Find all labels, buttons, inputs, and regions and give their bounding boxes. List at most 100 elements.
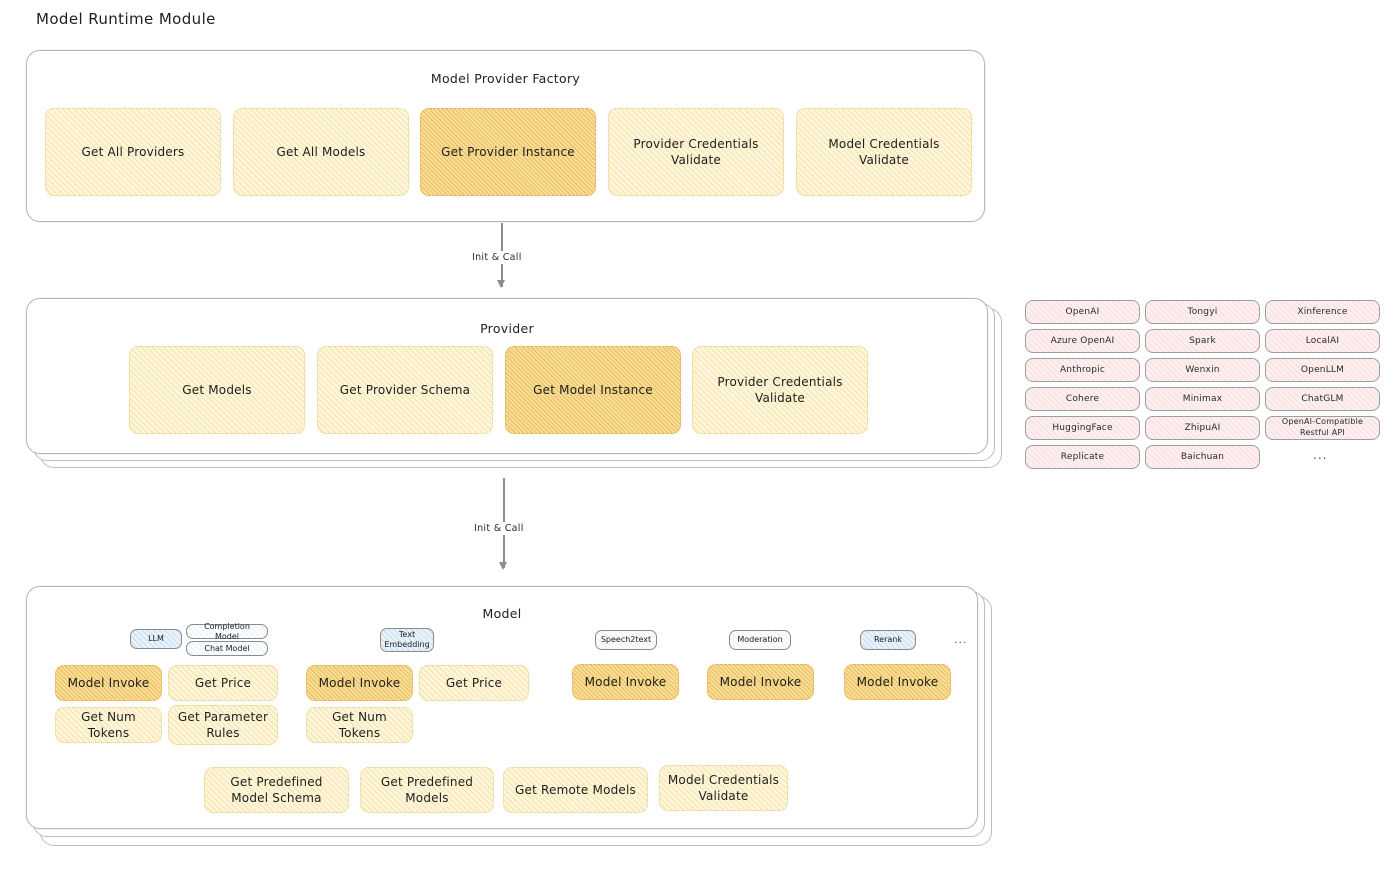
llm-card-model-invoke[interactable]: Model Invoke — [55, 665, 162, 701]
badge-label: LLM — [148, 634, 164, 644]
model-container: Model LLM Completion Model Chat Model Mo… — [26, 586, 978, 829]
provider-chip-xinference[interactable]: Xinference — [1265, 300, 1380, 324]
provider-chip-anthropic[interactable]: Anthropic — [1025, 358, 1140, 382]
arrow-provider-to-model-label: Init & Call — [470, 522, 528, 535]
page-title: Model Runtime Module — [36, 10, 216, 28]
model-type-badge-llm[interactable]: LLM — [130, 629, 182, 649]
factory-card-get-provider-instance[interactable]: Get Provider Instance — [420, 108, 596, 196]
model-card-model-credentials-validate[interactable]: Model Credentials Validate — [659, 765, 788, 811]
card-label: Get Num Tokens — [81, 709, 136, 740]
card-label: Get All Models — [276, 144, 366, 159]
model-card-get-remote-models[interactable]: Get Remote Models — [503, 767, 648, 813]
text-embedding-card-model-invoke[interactable]: Model Invoke — [306, 665, 413, 701]
card-label: Model Invoke — [856, 674, 939, 689]
provider-chip-tongyi[interactable]: Tongyi — [1145, 300, 1260, 324]
text-embedding-card-get-num-tokens[interactable]: Get Num Tokens — [306, 707, 413, 743]
provider-chip-replicate[interactable]: Replicate — [1025, 445, 1140, 469]
chip-label: ZhipuAI — [1184, 422, 1221, 433]
provider-chip-openai[interactable]: OpenAI — [1025, 300, 1140, 324]
chip-label: Replicate — [1060, 451, 1105, 462]
card-label: Get Remote Models — [515, 782, 636, 797]
llm-card-get-price[interactable]: Get Price — [168, 665, 278, 701]
provider-chip-wenxin[interactable]: Wenxin — [1145, 358, 1260, 382]
provider-card-get-models[interactable]: Get Models — [129, 346, 305, 434]
card-label: Provider Credentials Validate — [717, 374, 843, 405]
provider-chip-minimax[interactable]: Minimax — [1145, 387, 1260, 411]
card-label: Get Model Instance — [533, 382, 653, 397]
model-subtype-badge-chat-model[interactable]: Chat Model — [186, 641, 268, 656]
badge-label: Chat Model — [204, 643, 250, 653]
card-label: Model Credentials Validate — [828, 136, 940, 167]
badge-label: Moderation — [737, 635, 783, 645]
card-label: Get Num Tokens — [332, 709, 387, 740]
llm-card-get-num-tokens[interactable]: Get Num Tokens — [55, 707, 162, 743]
arrow-factory-to-provider-label: Init & Call — [468, 251, 526, 264]
card-label: Get Models — [182, 382, 252, 397]
provider-chip-baichuan[interactable]: Baichuan — [1145, 445, 1260, 469]
provider-chip-localai[interactable]: LocalAI — [1265, 329, 1380, 353]
text-embedding-card-get-price[interactable]: Get Price — [419, 665, 529, 701]
chip-label: Spark — [1189, 335, 1216, 346]
card-label: Get Predefined Models — [380, 774, 474, 805]
chip-label: HuggingFace — [1052, 422, 1113, 433]
model-type-badge-moderation[interactable]: Moderation — [729, 630, 791, 650]
provider-chip-spark[interactable]: Spark — [1145, 329, 1260, 353]
provider-chip-openai-compatible-restful-api[interactable]: OpenAI-Compatible Restful API — [1265, 416, 1380, 440]
provider-chip-cohere[interactable]: Cohere — [1025, 387, 1140, 411]
moderation-card-model-invoke[interactable]: Model Invoke — [707, 664, 814, 700]
chip-label: OpenAI-Compatible Restful API — [1281, 417, 1364, 437]
model-card-get-predefined-model-schema[interactable]: Get Predefined Model Schema — [204, 767, 349, 813]
chip-label: OpenLLM — [1300, 364, 1345, 375]
badge-label: Completion Model — [204, 621, 250, 641]
chip-label: Wenxin — [1185, 364, 1220, 375]
card-label: Model Invoke — [318, 675, 401, 690]
provider-title: Provider — [480, 321, 534, 336]
chip-label: Cohere — [1065, 393, 1100, 404]
provider-chip-zhipuai[interactable]: ZhipuAI — [1145, 416, 1260, 440]
provider-container: Provider Get Models Get Provider Schema … — [26, 298, 988, 454]
provider-card-get-model-instance[interactable]: Get Model Instance — [505, 346, 681, 434]
provider-chip-huggingface[interactable]: HuggingFace — [1025, 416, 1140, 440]
chip-label: ChatGLM — [1301, 393, 1344, 404]
badge-label: Text Embedding — [384, 630, 430, 649]
model-types-ellipsis: ... — [954, 633, 968, 646]
chip-label: Azure OpenAI — [1050, 335, 1115, 346]
chip-label: Anthropic — [1059, 364, 1106, 375]
rerank-card-model-invoke[interactable]: Model Invoke — [844, 664, 951, 700]
card-label: Get Predefined Model Schema — [230, 774, 323, 805]
badge-label: Speech2text — [600, 635, 652, 645]
chip-label: Xinference — [1297, 306, 1348, 317]
model-type-badge-rerank[interactable]: Rerank — [860, 630, 916, 650]
card-label: Model Invoke — [67, 675, 150, 690]
provider-card-get-provider-schema[interactable]: Get Provider Schema — [317, 346, 493, 434]
factory-card-get-all-providers[interactable]: Get All Providers — [45, 108, 221, 196]
card-label: Get Provider Instance — [441, 144, 575, 159]
card-label: Get Price — [445, 675, 503, 690]
factory-card-provider-credentials-validate[interactable]: Provider Credentials Validate — [608, 108, 784, 196]
provider-card-provider-credentials-validate[interactable]: Provider Credentials Validate — [692, 346, 868, 434]
card-label: Get All Providers — [81, 144, 185, 159]
chip-label: LocalAI — [1305, 335, 1340, 346]
card-label: Model Invoke — [719, 674, 802, 689]
chip-label: OpenAI — [1065, 306, 1100, 317]
model-card-get-predefined-models[interactable]: Get Predefined Models — [360, 767, 494, 813]
badge-label: Rerank — [873, 635, 902, 645]
card-label: Model Credentials Validate — [667, 772, 780, 803]
model-subtype-badge-completion-model[interactable]: Completion Model — [186, 621, 268, 641]
provider-chip-openllm[interactable]: OpenLLM — [1265, 358, 1380, 382]
model-type-badge-text-embedding[interactable]: Text Embedding — [380, 628, 434, 652]
factory-card-model-credentials-validate[interactable]: Model Credentials Validate — [796, 108, 972, 196]
card-label: Get Provider Schema — [339, 382, 471, 397]
provider-chip-azure-openai[interactable]: Azure OpenAI — [1025, 329, 1140, 353]
model-provider-factory-title: Model Provider Factory — [430, 71, 581, 86]
provider-chip-chatglm[interactable]: ChatGLM — [1265, 387, 1380, 411]
arrow-factory-to-provider-head — [497, 280, 505, 288]
factory-card-get-all-models[interactable]: Get All Models — [233, 108, 409, 196]
model-type-badge-speech2text[interactable]: Speech2text — [595, 630, 657, 650]
provider-list-ellipsis: ... — [1313, 448, 1328, 462]
speech2text-card-model-invoke[interactable]: Model Invoke — [572, 664, 679, 700]
card-label: Get Price — [194, 675, 252, 690]
llm-card-get-parameter-rules[interactable]: Get Parameter Rules — [168, 705, 278, 745]
arrow-provider-to-model-head — [499, 562, 507, 570]
card-label: Get Parameter Rules — [177, 709, 269, 740]
